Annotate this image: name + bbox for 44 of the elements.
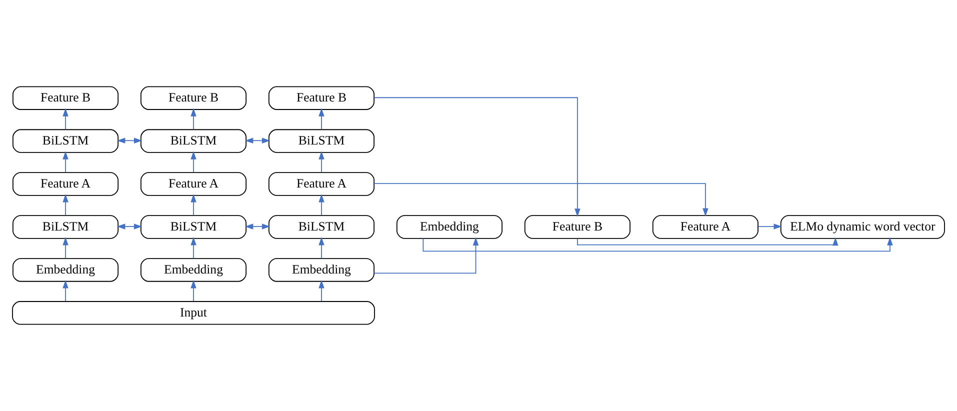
node-box: BiLSTM — [268, 129, 375, 153]
arrow — [374, 97, 580, 217]
arrow — [190, 108, 196, 130]
node-box: Feature A — [652, 215, 758, 239]
node-box: Input — [12, 301, 375, 325]
node-box: Embedding — [396, 215, 502, 239]
arrow — [62, 280, 68, 302]
arrow — [758, 224, 782, 230]
arrow — [318, 108, 324, 130]
node-box: Feature B — [140, 86, 247, 110]
arrow — [374, 183, 708, 216]
arrow — [190, 280, 196, 302]
node-box: Feature A — [12, 172, 119, 196]
arrow — [318, 151, 324, 173]
node-box: Feature A — [268, 172, 375, 196]
node-box: BiLSTM — [140, 215, 247, 239]
arrow — [116, 224, 142, 230]
node-box: Feature A — [140, 172, 247, 196]
node-box: Embedding — [140, 258, 247, 282]
arrow — [318, 280, 324, 302]
arrow — [244, 138, 270, 144]
node-box: Feature B — [268, 86, 375, 110]
arrow — [62, 108, 68, 130]
arrow — [577, 237, 838, 246]
arrow — [318, 194, 324, 216]
node-box: Feature B — [12, 86, 119, 110]
arrow — [116, 138, 142, 144]
arrow — [374, 237, 479, 274]
arrow — [190, 194, 196, 216]
node-box: Embedding — [12, 258, 119, 282]
arrow — [190, 237, 196, 259]
node-box: BiLSTM — [268, 215, 375, 239]
arrow — [318, 237, 324, 259]
node-box: Embedding — [268, 258, 375, 282]
node-box: BiLSTM — [12, 215, 119, 239]
node-box: Feature B — [524, 215, 630, 239]
arrow — [62, 237, 68, 259]
node-box: BiLSTM — [12, 129, 119, 153]
arrow — [62, 194, 68, 216]
node-box: BiLSTM — [140, 129, 247, 153]
arrow — [62, 151, 68, 173]
arrow — [190, 151, 196, 173]
arrow — [244, 224, 270, 230]
node-box: ELMo dynamic word vector — [780, 215, 945, 239]
